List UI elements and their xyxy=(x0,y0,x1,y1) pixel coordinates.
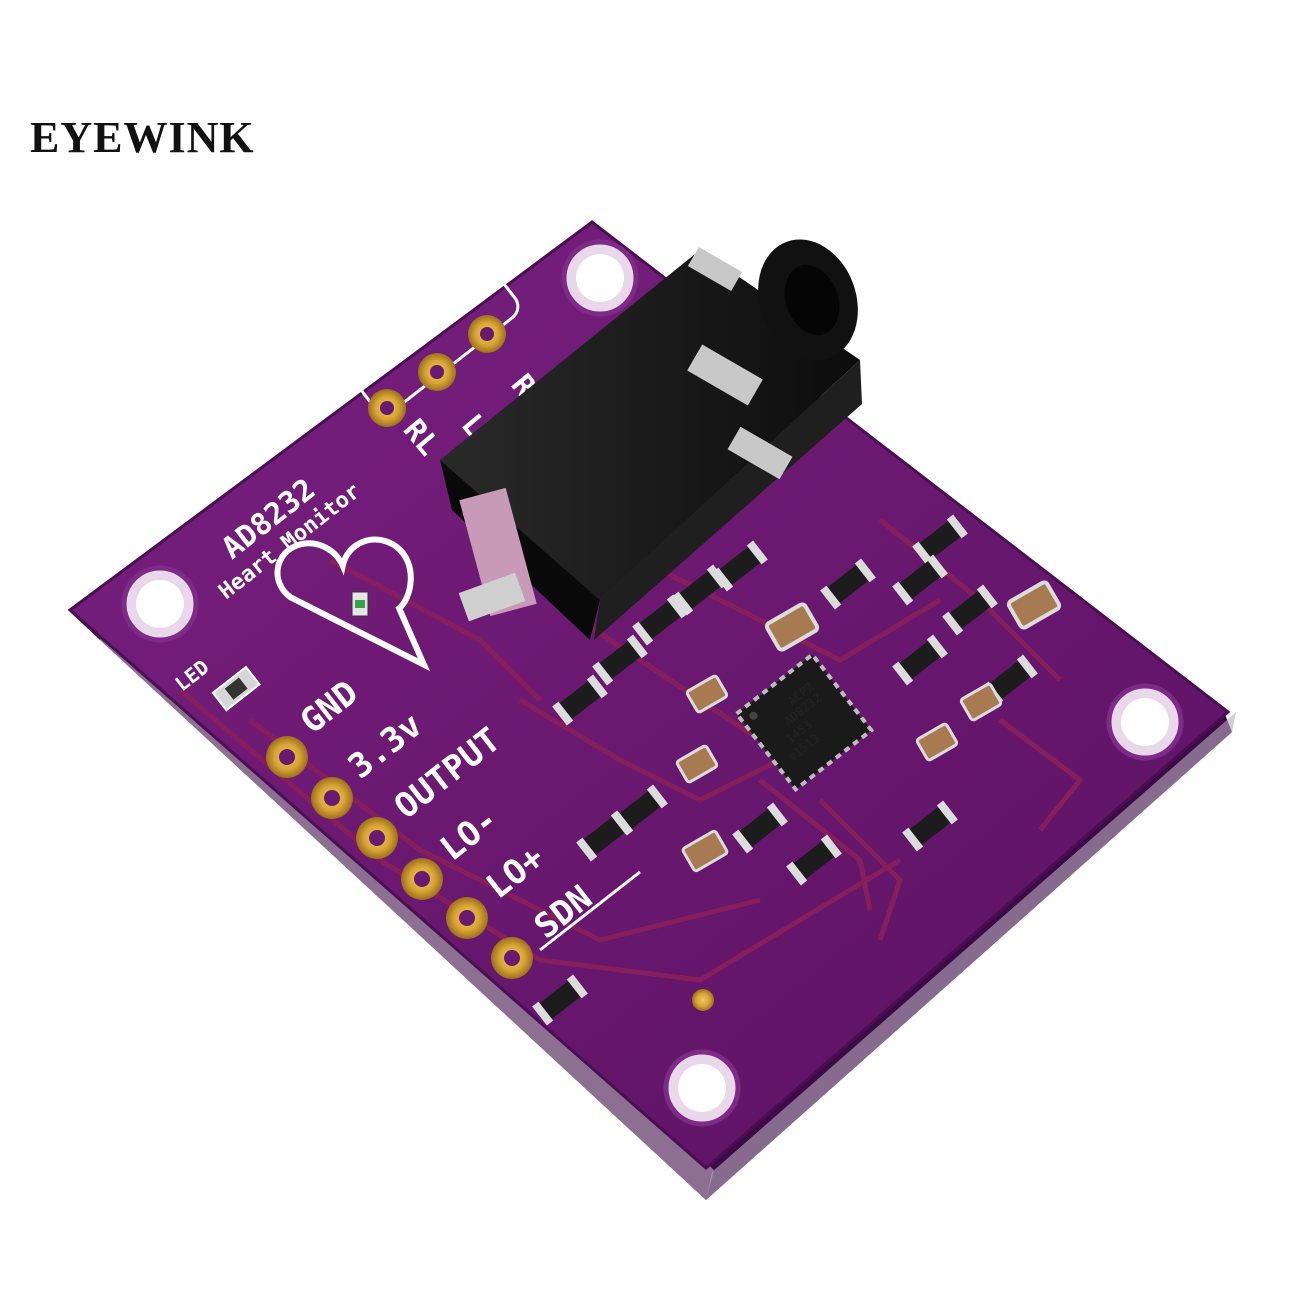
smd-components xyxy=(532,514,1062,1026)
pin-label-divider xyxy=(539,870,641,952)
heart-outline xyxy=(274,536,431,672)
electrode-header xyxy=(359,276,520,427)
mounting-holes xyxy=(121,239,1184,1127)
pin-header xyxy=(266,736,533,979)
test-pad xyxy=(692,989,714,1011)
watermark-text: EYEWINK xyxy=(30,113,255,162)
ad8232-chip xyxy=(733,651,875,793)
pcb-board xyxy=(67,220,1231,1170)
board-side-right xyxy=(706,712,1236,1200)
audio-jack xyxy=(440,239,862,640)
